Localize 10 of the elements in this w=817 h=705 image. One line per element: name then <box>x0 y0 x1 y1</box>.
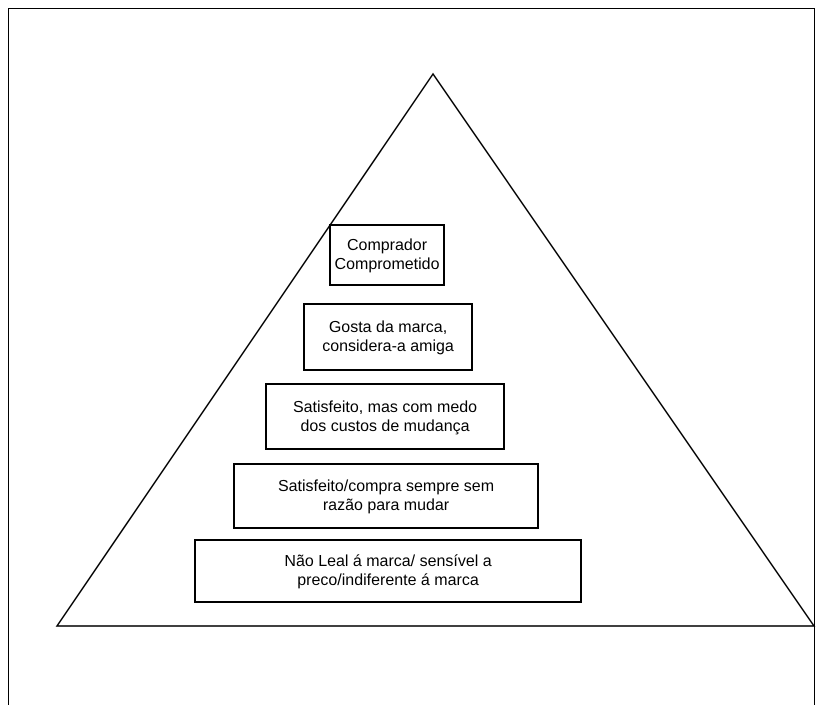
level-label: Gosta da marca, considera-a amiga <box>321 318 455 356</box>
level-box <box>233 463 539 529</box>
level-box <box>265 383 505 450</box>
level-label: Satisfeito/compra sempre sem razão para mudar <box>276 477 496 515</box>
level-label: Não Leal á marca/ sensível a preco/indiferente á marca <box>283 552 493 590</box>
level-label: Satisfeito, mas com medo dos custos de mudança <box>292 398 478 436</box>
level-label: Comprador Comprometido <box>334 236 440 274</box>
level-box <box>329 224 445 286</box>
level-box <box>194 539 582 603</box>
level-box <box>303 303 473 371</box>
